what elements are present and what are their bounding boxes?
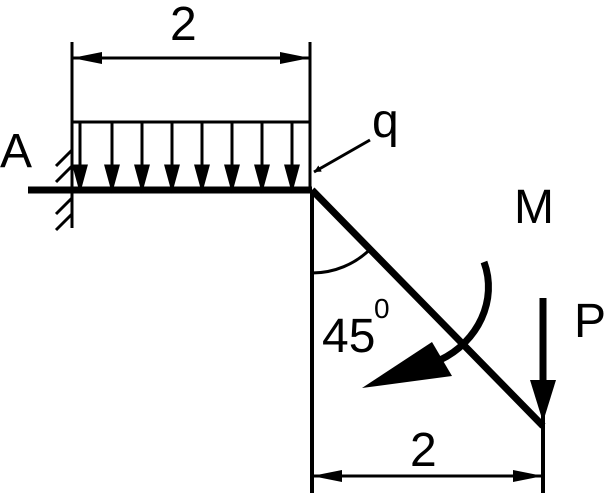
load-arrow-head	[104, 164, 120, 194]
load-arrows	[72, 122, 300, 194]
top-dimension	[70, 42, 312, 190]
force-label-p: P	[574, 295, 606, 348]
distributed-load	[72, 120, 310, 194]
angle-label: 45	[322, 310, 375, 363]
load-arrow-head	[72, 164, 88, 194]
top-dimension-label: 2	[170, 0, 197, 51]
load-arrow-head	[284, 164, 300, 194]
load-arrow-head	[134, 164, 150, 194]
angle-arc	[311, 247, 372, 275]
inclined-beam	[309, 187, 546, 429]
q-leader-line	[313, 138, 371, 174]
moment-label-m: M	[514, 181, 554, 234]
load-arrow-head	[224, 164, 240, 194]
load-arrow-head	[254, 164, 270, 194]
force-p-arrow	[530, 298, 556, 422]
angle-degree-mark: 0	[374, 293, 390, 324]
load-label-q: q	[372, 95, 399, 148]
support-label-a: A	[0, 125, 32, 178]
moment-arrow	[362, 260, 492, 388]
load-arrow-head	[164, 164, 180, 194]
load-arrow-head	[194, 164, 210, 194]
bottom-dimension-label: 2	[410, 424, 437, 477]
